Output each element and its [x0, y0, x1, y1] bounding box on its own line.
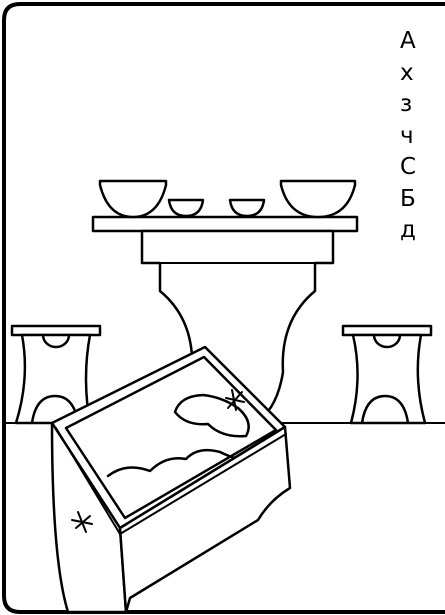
caption-line: Б [400, 185, 416, 212]
bowl [228, 198, 266, 218]
stool-right [341, 324, 433, 425]
stool-left [10, 324, 102, 425]
table-top [91, 215, 359, 233]
caption-line: ч [400, 122, 414, 149]
bowls [98, 179, 357, 219]
bowl [279, 179, 357, 219]
caption-text: А х з ч С Б д [400, 26, 445, 247]
bowl [167, 198, 205, 218]
caption-line: д [400, 217, 416, 243]
star-mark [225, 389, 245, 411]
caption-line: С [400, 154, 417, 180]
caption-line: з [400, 91, 413, 117]
crib [50, 345, 292, 614]
star-mark [71, 511, 93, 533]
bowl [98, 179, 168, 219]
caption-line: х [400, 59, 414, 86]
caption-line: А [400, 28, 416, 54]
